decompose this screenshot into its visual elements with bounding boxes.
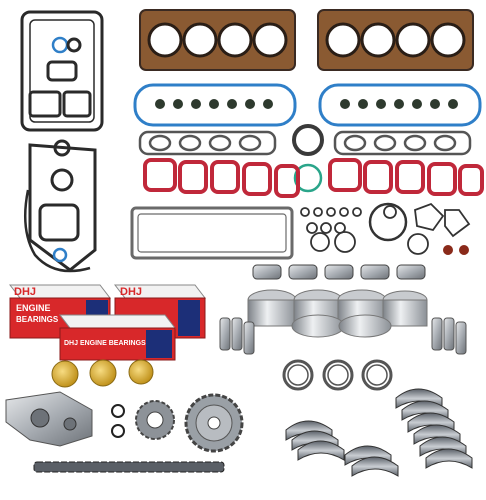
cam-gear	[184, 393, 244, 453]
misc-seals-cluster	[300, 202, 471, 255]
box2-brand-label: DHJ	[120, 286, 143, 298]
rear-main-seal	[292, 124, 324, 193]
box1-bearings-label: BEARINGS	[16, 315, 59, 324]
timing-cover-gasket	[28, 139, 97, 272]
oil-pan-gasket	[130, 206, 294, 260]
dhj-box-cam-bearings	[58, 314, 177, 361]
valve-cover-gasket-left	[133, 83, 297, 127]
valley-cover-gasket	[20, 10, 104, 132]
rod-bearing-shells	[252, 264, 426, 280]
crank-sprocket	[135, 400, 175, 440]
freeze-plugs	[51, 359, 154, 388]
timing-chain	[33, 461, 225, 473]
piston-rings	[282, 359, 393, 391]
rear-cover-gasket	[23, 189, 91, 273]
valve-cover-gasket-right	[318, 83, 482, 127]
intake-gasket-left	[143, 158, 300, 198]
exhaust-gasket-left	[138, 130, 277, 156]
head-gasket-left	[139, 9, 296, 71]
intake-gasket-right	[328, 158, 484, 196]
piston-set	[247, 289, 428, 338]
rod-bearing-stack	[395, 388, 473, 469]
piston-pins-right	[431, 317, 467, 355]
small-orings	[111, 404, 125, 438]
box1-engine-label: ENGINE	[16, 303, 51, 313]
oil-pump	[5, 391, 93, 447]
piston-pins-left	[219, 317, 255, 355]
box1-brand-label: DHJ	[14, 286, 37, 298]
head-gasket-right	[317, 9, 474, 71]
main-bearing-stack	[285, 420, 399, 477]
exhaust-gasket-right	[333, 130, 472, 156]
box3-label: DHJ ENGINE BEARINGS	[64, 340, 146, 347]
